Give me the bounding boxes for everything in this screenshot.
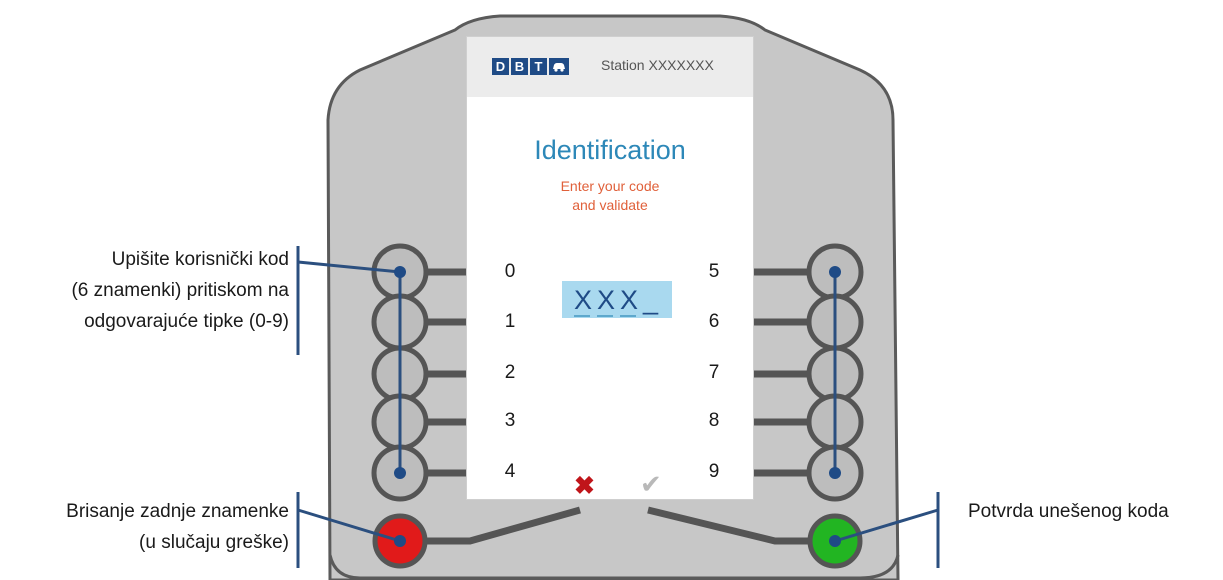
digit-label-8: 8 bbox=[708, 410, 720, 431]
digits-leader bbox=[297, 260, 401, 274]
screen-subtitle: Enter your code and validate bbox=[467, 177, 753, 215]
station-label: Station XXXXXXX bbox=[601, 57, 714, 73]
screen-title: Identification bbox=[534, 135, 686, 165]
delete-leader bbox=[297, 508, 401, 543]
logo-letter: B bbox=[511, 58, 528, 75]
code-value: XXX_ bbox=[574, 285, 664, 315]
screen-header: D B T Station XXXXXXX bbox=[467, 37, 753, 97]
callout-line: Brisanje zadnje znamenke bbox=[66, 501, 289, 522]
digit-label-2: 2 bbox=[504, 362, 516, 383]
dot-confirm bbox=[829, 535, 841, 547]
right-keys bbox=[806, 243, 864, 502]
cross-icon: ✖ bbox=[574, 472, 595, 500]
right-key-connectors bbox=[745, 268, 810, 477]
digit-label-6: 6 bbox=[708, 311, 720, 332]
digit-label-9: 9 bbox=[708, 461, 720, 482]
digit-label-1: 1 bbox=[504, 311, 516, 332]
logo-letter: D bbox=[492, 58, 509, 75]
digits-callout: Upišite korisnički kod (6 znamenki) prit… bbox=[0, 244, 289, 337]
confirm-callout: Potvrda unešenog koda bbox=[968, 496, 1218, 527]
dot-key-0 bbox=[394, 266, 406, 278]
callout-line: (6 znamenki) pritiskom na bbox=[71, 280, 289, 301]
subtitle-line: and validate bbox=[572, 197, 648, 213]
callout-line: odgovarajuće tipke (0-9) bbox=[84, 311, 289, 332]
check-icon: ✔ bbox=[640, 469, 662, 499]
code-underline bbox=[574, 315, 590, 317]
dot-cancel bbox=[394, 535, 406, 547]
digit-label-5: 5 bbox=[708, 261, 720, 282]
digit-label-0: 0 bbox=[504, 261, 516, 282]
dot-key-4 bbox=[394, 467, 406, 479]
code-underline bbox=[620, 315, 636, 317]
callout-lines bbox=[296, 246, 940, 568]
housing-bottom-edge bbox=[328, 554, 900, 580]
cancel-connector bbox=[425, 506, 581, 545]
digit-label-4: 4 bbox=[504, 461, 516, 482]
dot-key-9 bbox=[829, 467, 841, 479]
logo-letter: T bbox=[530, 58, 547, 75]
delete-callout: Brisanje zadnje znamenke (u slučaju greš… bbox=[0, 496, 289, 558]
digit-label-7: 7 bbox=[708, 362, 720, 383]
code-underline bbox=[597, 315, 613, 317]
callout-line: (u slučaju greške) bbox=[139, 532, 289, 553]
dot-key-5 bbox=[829, 266, 841, 278]
confirm-connector bbox=[647, 506, 812, 545]
car-icon bbox=[549, 58, 569, 75]
confirm-leader bbox=[834, 508, 939, 543]
digit-label-3: 3 bbox=[504, 410, 516, 431]
callout-line: Potvrda unešenog koda bbox=[968, 501, 1169, 522]
dbt-logo-icon: D B T bbox=[492, 58, 569, 75]
terminal-screen: D B T Station XXXXXXX Identification Ent… bbox=[466, 36, 754, 500]
subtitle-line: Enter your code bbox=[560, 178, 660, 194]
code-display: XXX_ bbox=[562, 281, 672, 318]
callout-dots bbox=[394, 266, 841, 547]
callout-line: Upišite korisnički kod bbox=[111, 249, 289, 270]
